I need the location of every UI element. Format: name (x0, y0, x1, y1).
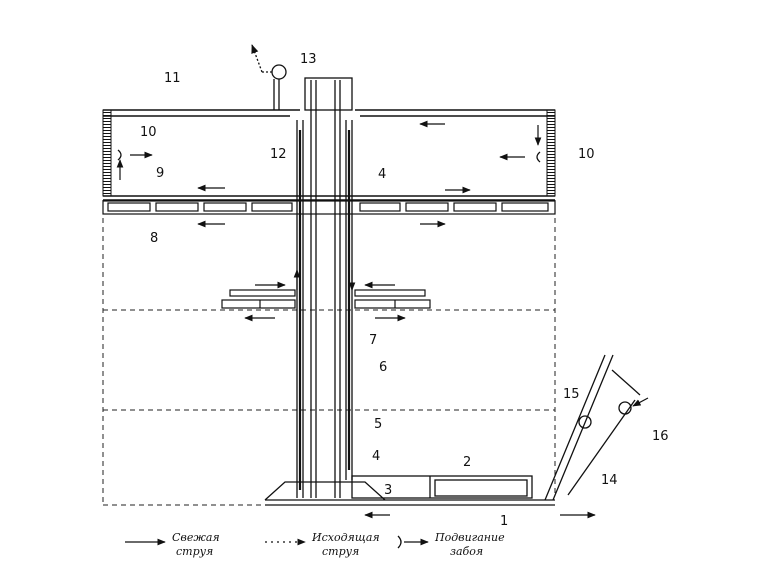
label-16: 16 (652, 429, 669, 444)
main-fan (251, 44, 287, 110)
label-14: 14 (601, 473, 618, 488)
segmented-drift (102, 200, 556, 215)
legend: Свежая струя Исходящая струя Подвигание … (125, 531, 505, 558)
legend-face-line1: Подвигание (434, 531, 505, 544)
face-bracket-left (117, 149, 122, 161)
label-6: 6 (379, 360, 387, 375)
legend-face-bracket (397, 535, 402, 549)
working-face-right (546, 109, 556, 197)
label-12: 12 (270, 147, 287, 162)
label-11: 11 (164, 71, 181, 86)
mine-boundary (102, 110, 556, 506)
label-4-lower: 4 (372, 449, 380, 464)
label-9: 9 (156, 166, 164, 181)
middle-crosscut (221, 289, 431, 309)
label-8: 8 (150, 231, 158, 246)
legend-fresh-line1: Свежая (172, 531, 220, 544)
label-1: 1 (500, 514, 508, 529)
label-3: 3 (384, 483, 392, 498)
shaft-heavy-lines (298, 130, 351, 490)
label-10-left: 10 (140, 125, 157, 140)
legend-fresh-line2: струя (176, 545, 213, 558)
legend-outgoing-line1: Исходящая (311, 531, 380, 544)
part-labels: 1 2 3 4 4 5 6 7 8 9 10 10 11 12 13 14 15… (140, 52, 669, 529)
airflow-arrows (116, 120, 649, 519)
working-face-left (102, 109, 112, 197)
label-4-upper: 4 (378, 167, 386, 182)
upper-drift (103, 109, 555, 201)
label-15: 15 (563, 387, 580, 402)
inclined-shaft (544, 354, 641, 501)
label-5: 5 (374, 417, 382, 432)
label-10-right: 10 (578, 147, 595, 162)
label-7: 7 (369, 333, 377, 348)
central-shafts (296, 77, 353, 498)
label-13: 13 (300, 52, 317, 67)
legend-face-line2: забоя (450, 545, 483, 558)
bottom-drift (264, 475, 555, 506)
legend-outgoing-line2: струя (322, 545, 359, 558)
face-bracket-right (536, 151, 541, 163)
label-2: 2 (463, 455, 471, 470)
